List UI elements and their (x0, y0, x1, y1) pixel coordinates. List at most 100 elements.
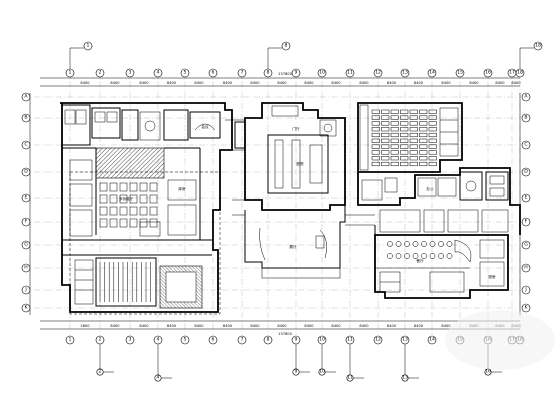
dining-table (395, 253, 402, 259)
grid-bubble-left (21, 167, 31, 177)
lecture-seat (390, 150, 399, 155)
grid-bubble-right (521, 92, 531, 102)
dining-table (412, 253, 419, 259)
grid-bubble-right (521, 140, 531, 150)
lecture-seat (419, 121, 428, 126)
dimension-label-top: 8400 (441, 81, 451, 85)
dimension-label-top: 8400 (167, 81, 177, 85)
callout-bubble (83, 41, 93, 51)
grid-bubble-bottom (263, 335, 273, 345)
grid-bubble-bottom (427, 335, 437, 345)
grid-bubble-right-label: D (524, 169, 528, 175)
lecture-seat (381, 150, 390, 155)
hall-seat (99, 182, 108, 192)
lecture-seat (409, 144, 418, 149)
dining-table (446, 253, 453, 259)
callout-label: 18 (535, 43, 541, 49)
room-label-storage: 库房 (178, 186, 186, 191)
grid-bubble-right-label: K (524, 305, 528, 311)
grid-bubble-left-label: B (24, 115, 27, 121)
dimension-label-top: 8400 (223, 81, 233, 85)
hall-seat (129, 182, 138, 192)
grid-bubble-bottom-label: 7 (241, 337, 244, 343)
grid-bubble-bottom-label: 6 (212, 337, 215, 343)
dining-table (429, 241, 436, 247)
dimension-label-bottom: 8400 (387, 324, 397, 328)
callout-label: 8 (285, 43, 288, 49)
lecture-seat (409, 138, 418, 143)
callout-label: 13 (402, 375, 408, 381)
grid-bubble-left-label: H (24, 265, 27, 271)
grid-bubble-top (180, 68, 190, 78)
hall-seat (119, 206, 128, 216)
hall-seat (129, 194, 138, 204)
lecture-seat (400, 144, 409, 149)
lecture-seat (400, 138, 409, 143)
dimension-label-bottom: 8400 (167, 324, 177, 328)
lecture-seat (400, 121, 409, 126)
grid-bubble-top-label: 4 (157, 70, 160, 76)
lecture-seat (400, 115, 409, 120)
grid-bubble-top-label: 17 (509, 70, 515, 76)
grid-bubble-left-label: C (24, 142, 27, 148)
dining-table (387, 241, 393, 247)
dining-table (421, 253, 427, 259)
dimension-label-bottom: 8400 (250, 324, 260, 328)
hall-seat (119, 182, 128, 192)
dining-table (438, 241, 444, 247)
lecture-seat (419, 115, 428, 120)
dining-tables (387, 241, 453, 259)
grid-bubble-left (21, 193, 31, 203)
lecture-seat (371, 150, 380, 155)
hall-seat (119, 218, 128, 228)
lecture-seat (371, 127, 380, 132)
lecture-seat (428, 150, 437, 155)
grid-bubble-top-label: 9 (295, 70, 298, 76)
dimension-label-top: 8400 (469, 81, 479, 85)
right-wing (357, 102, 521, 299)
grid-bubble-left (21, 113, 31, 123)
lecture-seat (390, 132, 399, 138)
hall-seat (109, 182, 118, 192)
hall-seat (149, 182, 158, 192)
hall-seat (139, 206, 148, 216)
grid-bubble-bottom-label: 10 (319, 337, 325, 343)
grid-bubble-top-label: 2 (99, 70, 102, 76)
grid-bubble-bottom (237, 335, 247, 345)
grid-bubble-top-label: 12 (375, 70, 381, 76)
grid-bubble-top-label: 18 (517, 70, 523, 76)
grid-bubble-top (237, 68, 247, 78)
grid-bubble-top-label: 7 (241, 70, 244, 76)
callout-bubble (292, 368, 300, 376)
grid-bubble-top (317, 68, 327, 78)
grid-bubble-top-label: 11 (347, 70, 353, 76)
grid-bubble-top-label: 15 (457, 70, 463, 76)
lecture-seat (390, 138, 399, 143)
dimension-label-top: 8400 (511, 81, 521, 85)
lecture-seat (400, 127, 409, 132)
room-label-kitchen: 厨房 (488, 274, 496, 279)
callout-bubble (281, 41, 291, 51)
grid-bubble-top (153, 68, 163, 78)
grid-bubble-right (521, 303, 531, 313)
lecture-seat (381, 127, 390, 132)
lecture-seat (409, 109, 418, 114)
dining-table (429, 253, 436, 259)
callout-bubble (401, 374, 409, 382)
dining-table (421, 241, 427, 247)
grid-bubble-bottom (125, 335, 135, 345)
lecture-seat (390, 161, 399, 167)
lecture-seat (381, 156, 390, 161)
grid-bubble-top-label: 10 (319, 70, 325, 76)
hall-seat (109, 206, 118, 216)
grid-bubble-bottom-label: 8 (267, 337, 270, 343)
callout-label: 4 (157, 375, 160, 381)
grid-bubble-left (21, 92, 31, 102)
grid-bubble-left-label: K (24, 305, 28, 311)
dining-table (404, 253, 410, 259)
grid-bubble-left (21, 240, 31, 250)
dining-table (387, 253, 393, 259)
